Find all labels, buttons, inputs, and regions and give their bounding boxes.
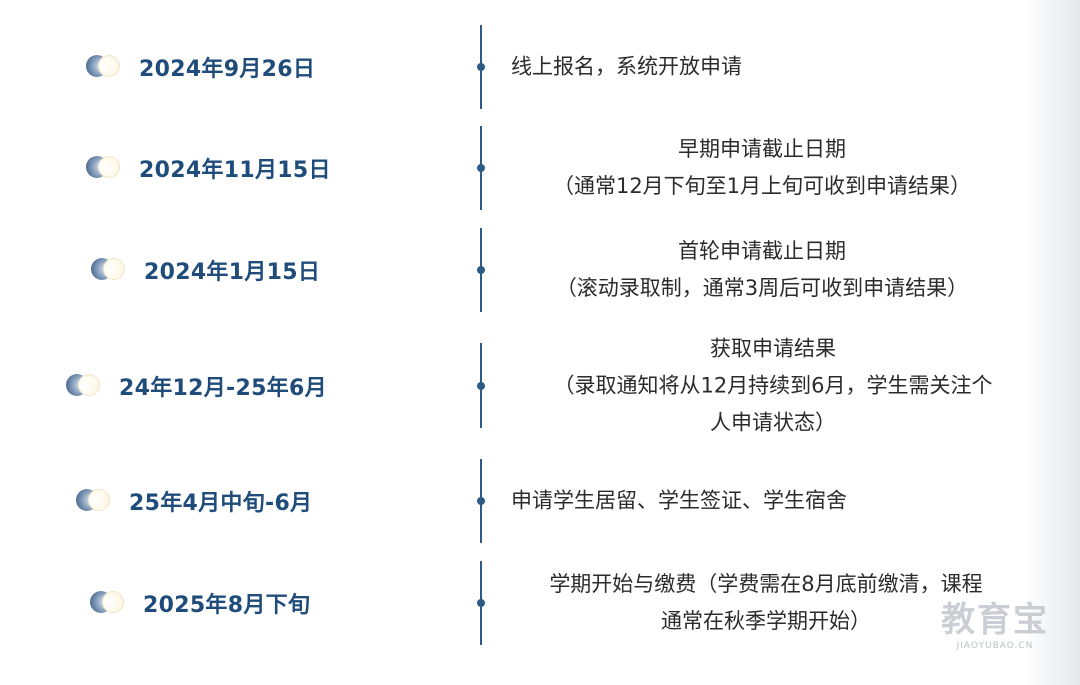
half-moon-icon <box>90 591 126 615</box>
event-description: 申请学生居留、学生签证、学生宿舍 <box>511 483 1031 520</box>
date-label-group: 2024年11月15日 <box>86 152 331 184</box>
date-column: 2025年8月下旬 <box>0 561 470 645</box>
description-line: 线上报名，系统开放申请 <box>511 54 742 79</box>
description-line: （录取通知将从12月持续到6月，学生需关注个 <box>553 373 993 397</box>
timeline-row: 24年12月-25年6月 获取申请结果 （录取通知将从12月持续到6月，学生需关… <box>0 336 1080 434</box>
half-moon-icon <box>91 258 127 282</box>
timeline-dot-icon <box>477 266 485 274</box>
event-description: 获取申请结果 （录取通知将从12月持续到6月，学生需关注个 人申请状态） <box>500 330 1046 441</box>
date-column: 24年12月-25年6月 <box>0 343 470 428</box>
date-label-group: 2024年1月15日 <box>91 254 320 286</box>
date-label-group: 24年12月-25年6月 <box>66 370 327 402</box>
date-text: 24年12月-25年6月 <box>119 375 327 401</box>
date-text: 2024年9月26日 <box>139 57 316 82</box>
timeline-row: 2025年8月下旬 学期开始与缴费（学费需在8月底前缴清，课程 通常在秋季学期开… <box>0 561 1080 645</box>
date-label-group: 25年4月中旬-6月 <box>76 485 312 517</box>
timeline-row: 2024年11月15日 早期申请截止日期 （通常12月下旬至1月上旬可收到申请结… <box>0 126 1080 210</box>
date-text: 2024年11月15日 <box>139 158 331 183</box>
description-line: （滚动录取制，通常3周后可收到申请结果） <box>555 276 969 300</box>
timeline-dot-icon <box>477 497 485 505</box>
date-column: 2024年9月26日 <box>0 25 470 109</box>
event-description: 早期申请截止日期 （通常12月下旬至1月上旬可收到申请结果） <box>502 131 1022 205</box>
half-moon-icon <box>76 489 112 513</box>
description-line: 学期开始与缴费（学费需在8月底前缴清，课程 <box>549 572 983 596</box>
half-moon-icon <box>86 55 122 79</box>
timeline-dot-icon <box>477 599 485 607</box>
date-text: 25年4月中旬-6月 <box>129 491 313 516</box>
date-label-group: 2024年9月26日 <box>86 51 315 83</box>
watermark-main-text: 教育宝 <box>941 600 1049 640</box>
date-column: 25年4月中旬-6月 <box>0 459 470 543</box>
date-column: 2024年1月15日 <box>0 228 470 312</box>
description-line: （通常12月下旬至1月上旬可收到申请结果） <box>552 174 972 198</box>
date-text: 2025年8月下旬 <box>143 593 311 618</box>
timeline-row: 2024年1月15日 首轮申请截止日期 （滚动录取制，通常3周后可收到申请结果） <box>0 228 1080 312</box>
description-line: 首轮申请截止日期 <box>678 239 846 263</box>
event-description: 学期开始与缴费（学费需在8月底前缴清，课程 通常在秋季学期开始） <box>504 566 1028 640</box>
event-description: 线上报名，系统开放申请 <box>511 49 1031 86</box>
description-line: 申请学生居留、学生签证、学生宿舍 <box>511 488 847 513</box>
timeline-row: 2024年9月26日 线上报名，系统开放申请 <box>0 25 1080 109</box>
right-edge-shade <box>1024 0 1080 685</box>
event-description: 首轮申请截止日期 （滚动录取制，通常3周后可收到申请结果） <box>502 233 1022 307</box>
watermark-sub-text: JIAOYUBAO.CN <box>956 641 1034 651</box>
date-column: 2024年11月15日 <box>0 126 470 210</box>
description-line: 获取申请结果 <box>710 336 836 360</box>
description-line: 人申请状态） <box>710 410 836 434</box>
date-label-group: 2025年8月下旬 <box>90 587 310 619</box>
timeline-dot-icon <box>477 63 485 71</box>
timeline-dot-icon <box>477 164 485 172</box>
half-moon-icon <box>86 156 122 180</box>
timeline-dot-icon <box>477 381 485 390</box>
watermark-logo: 教育宝 JIAOYUBAO.CN <box>920 600 1070 652</box>
date-text: 2024年1月15日 <box>144 260 321 285</box>
timeline-row: 25年4月中旬-6月 申请学生居留、学生签证、学生宿舍 <box>0 459 1080 543</box>
description-line: 早期申请截止日期 <box>678 137 846 161</box>
description-line: 通常在秋季学期开始） <box>661 609 871 633</box>
half-moon-icon <box>66 373 102 398</box>
